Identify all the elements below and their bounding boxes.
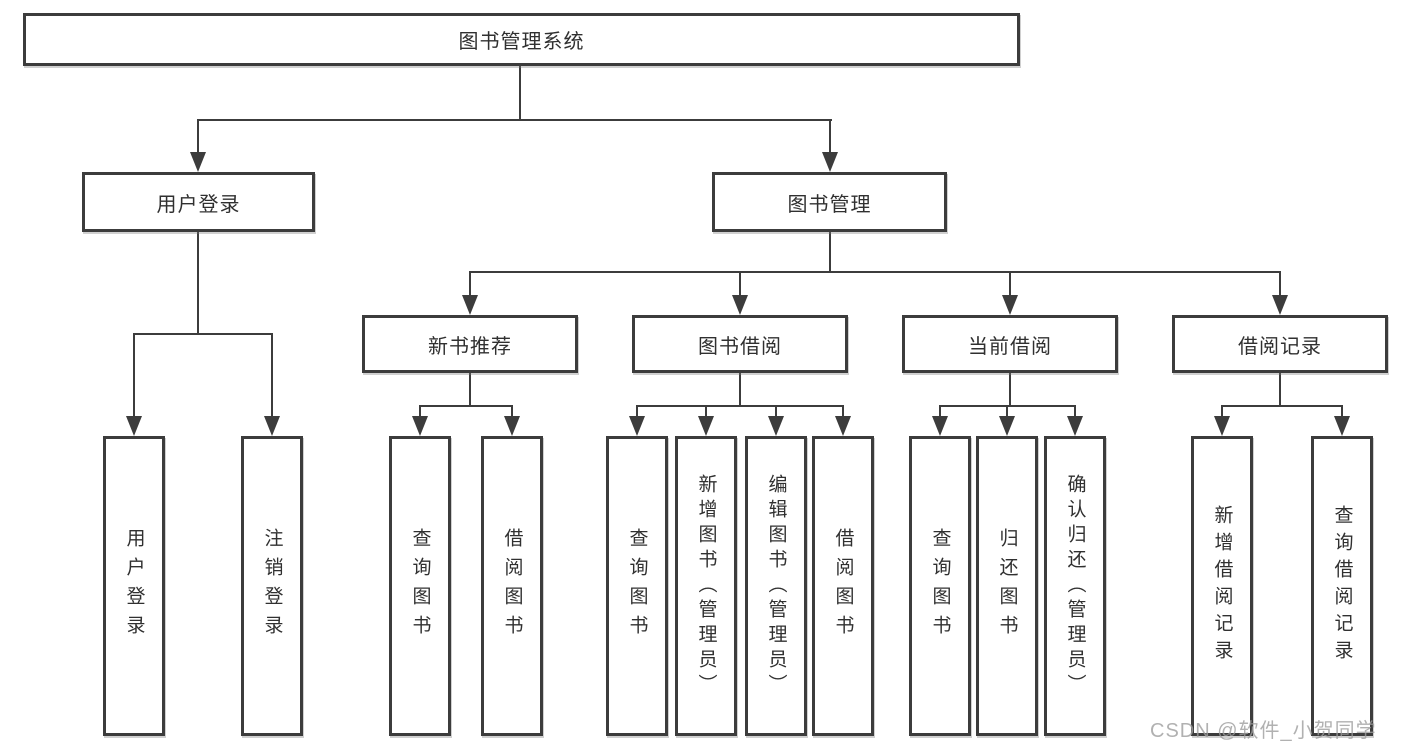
- arrow-down-icon: [822, 152, 838, 172]
- connector-line: [133, 333, 273, 335]
- leaf-label: 确认归还（管理员）: [1064, 473, 1086, 699]
- connector-line: [271, 333, 273, 418]
- leaf-label: 新增图书（管理员）: [695, 473, 717, 699]
- connector-line: [469, 271, 1281, 273]
- node-book-borrow: 图书借阅: [632, 315, 848, 373]
- arrow-down-icon: [1067, 416, 1083, 436]
- arrow-down-icon: [412, 416, 428, 436]
- arrow-down-icon: [768, 416, 784, 436]
- connector-line: [739, 271, 741, 297]
- arrow-down-icon: [1334, 416, 1350, 436]
- connector-line: [1279, 271, 1281, 297]
- leaf-user-login: 用户登录: [103, 436, 165, 736]
- arrow-down-icon: [932, 416, 948, 436]
- leaf-records-query-record: 查询借阅记录: [1311, 436, 1373, 736]
- leaf-label: 注销登录: [261, 528, 283, 644]
- connector-line: [197, 119, 832, 121]
- arrow-down-icon: [1272, 295, 1288, 315]
- connector-line: [636, 405, 844, 407]
- leaf-label: 归还图书: [996, 528, 1018, 644]
- connector-line: [1341, 405, 1343, 418]
- arrow-down-icon: [835, 416, 851, 436]
- arrow-down-icon: [698, 416, 714, 436]
- arrow-down-icon: [999, 416, 1015, 436]
- arrow-down-icon: [1214, 416, 1230, 436]
- connector-line: [133, 333, 135, 418]
- leaf-borrow-edit-books-admin: 编辑图书（管理员）: [745, 436, 807, 736]
- leaf-label: 查询图书: [409, 528, 431, 644]
- node-label: 新书推荐: [428, 335, 512, 358]
- connector-line: [419, 405, 513, 407]
- node-label: 图书借阅: [698, 335, 782, 358]
- connector-line: [469, 271, 471, 297]
- arrow-down-icon: [504, 416, 520, 436]
- connector-line: [939, 405, 941, 418]
- node-label: 图书管理: [787, 193, 872, 216]
- connector-line: [739, 373, 741, 407]
- arrow-down-icon: [629, 416, 645, 436]
- leaf-label: 查询借阅记录: [1331, 505, 1353, 667]
- leaf-current-confirm-return-admin: 确认归还（管理员）: [1044, 436, 1106, 736]
- node-label: 图书管理系统: [458, 31, 585, 53]
- leaf-current-return-books: 归还图书: [976, 436, 1038, 736]
- leaf-records-add-record: 新增借阅记录: [1191, 436, 1253, 736]
- connector-line: [519, 66, 521, 121]
- arrow-down-icon: [462, 295, 478, 315]
- leaf-borrow-borrow-books: 借阅图书: [812, 436, 874, 736]
- leaf-label: 用户登录: [123, 528, 145, 644]
- leaf-borrow-query-books: 查询图书: [606, 436, 668, 736]
- leaf-current-query-books: 查询图书: [909, 436, 971, 736]
- leaf-label: 查询图书: [929, 528, 951, 644]
- connector-line: [197, 119, 199, 154]
- connector-line: [705, 405, 707, 418]
- node-user-login: 用户登录: [82, 172, 315, 232]
- arrow-down-icon: [1002, 295, 1018, 315]
- connector-line: [829, 232, 831, 273]
- connector-line: [842, 405, 844, 418]
- connector-line: [1221, 405, 1223, 418]
- node-borrow-records: 借阅记录: [1172, 315, 1388, 373]
- connector-line: [1074, 405, 1076, 418]
- node-current-borrow: 当前借阅: [902, 315, 1118, 373]
- arrow-down-icon: [264, 416, 280, 436]
- connector-line: [511, 405, 513, 418]
- leaf-borrow-add-books-admin: 新增图书（管理员）: [675, 436, 737, 736]
- node-label: 用户登录: [156, 193, 241, 216]
- connector-line: [1009, 373, 1011, 407]
- connector-line: [469, 373, 471, 407]
- arrow-down-icon: [732, 295, 748, 315]
- leaf-label: 借阅图书: [832, 528, 854, 644]
- csdn-watermark: CSDN @软件_小贺同学: [1150, 720, 1377, 742]
- connector-line: [1221, 405, 1343, 407]
- connector-line: [197, 232, 199, 335]
- connector-line: [419, 405, 421, 418]
- leaf-label: 新增借阅记录: [1211, 505, 1233, 667]
- leaf-logout: 注销登录: [241, 436, 303, 736]
- connector-line: [636, 405, 638, 418]
- connector-line: [1006, 405, 1008, 418]
- arrow-down-icon: [190, 152, 206, 172]
- node-label: 当前借阅: [968, 335, 1052, 358]
- node-book-management: 图书管理: [712, 172, 947, 232]
- connector-line: [1279, 373, 1281, 407]
- leaf-newbook-borrow-books: 借阅图书: [481, 436, 543, 736]
- node-root: 图书管理系统: [23, 13, 1020, 66]
- leaf-newbook-query-books: 查询图书: [389, 436, 451, 736]
- leaf-label: 编辑图书（管理员）: [765, 473, 787, 699]
- connector-line: [1009, 271, 1011, 297]
- leaf-label: 查询图书: [626, 528, 648, 644]
- leaf-label: 借阅图书: [501, 528, 523, 644]
- node-new-book-recommend: 新书推荐: [362, 315, 578, 373]
- connector-line: [775, 405, 777, 418]
- node-label: 借阅记录: [1238, 335, 1322, 358]
- arrow-down-icon: [126, 416, 142, 436]
- connector-line: [829, 119, 831, 154]
